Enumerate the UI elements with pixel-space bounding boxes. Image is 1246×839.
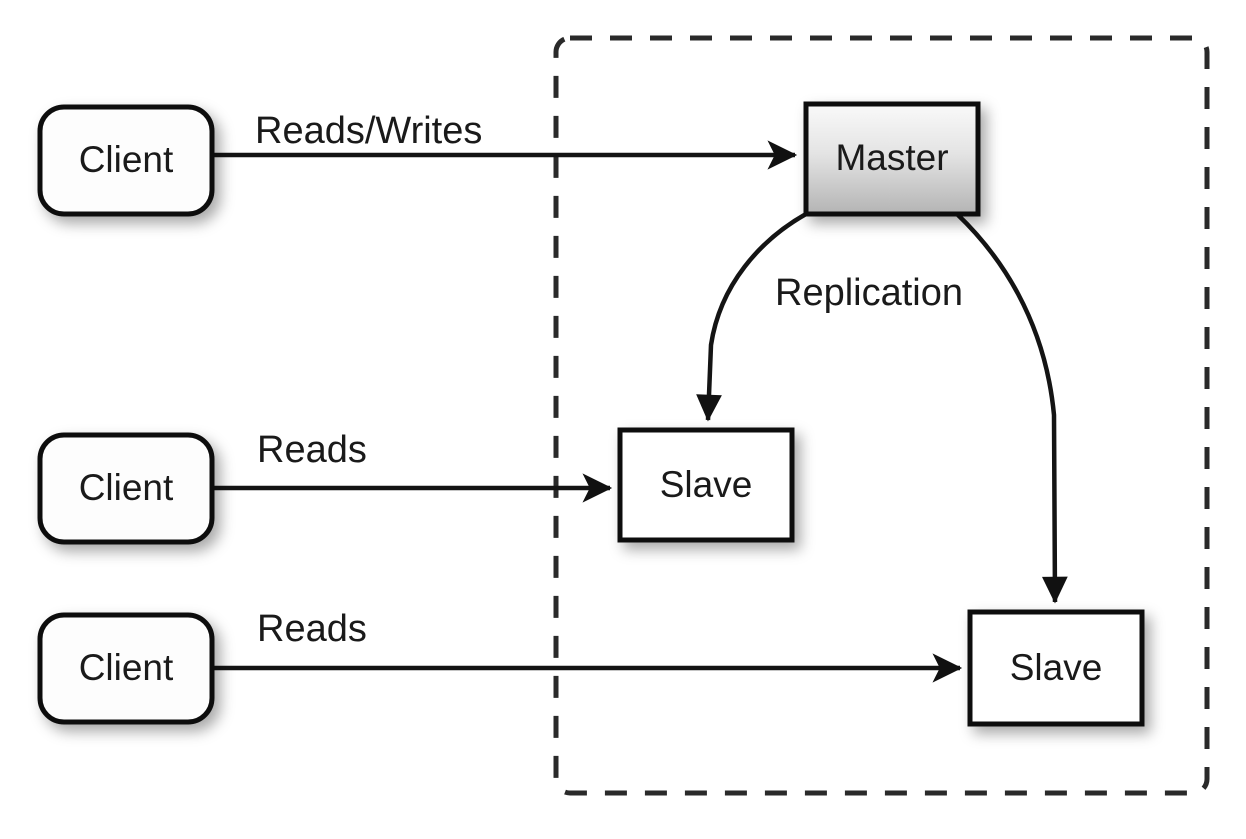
node-client-2-label: Client [79,467,174,508]
node-slave-1-label: Slave [660,464,753,505]
node-master-label: Master [835,137,948,178]
node-slave-1-shape[interactable] [617,427,795,543]
node-master[interactable]: Master [803,101,981,217]
edge-replication-slave2 [955,212,1068,604]
edge-label-replication: Replication [775,272,963,314]
node-client-1-shape[interactable] [37,104,215,217]
edge-replication-slave1: Replication [696,212,963,422]
datastore-boundary [553,35,1210,796]
node-client-2-shape[interactable] [37,432,215,545]
node-slave-2-label: Slave [1010,647,1103,688]
node-master-shape[interactable] [803,101,981,217]
node-client-1[interactable]: Client [37,104,215,217]
node-slave-1[interactable]: Slave [617,427,795,543]
node-client-3-label: Client [79,647,174,688]
node-slave-2-shape[interactable] [967,609,1145,727]
edge-label-reads-writes: Reads/Writes [255,110,482,152]
edge-reads-writes: Reads/Writes [212,110,798,170]
edge-label-reads-slave2: Reads [257,608,367,650]
node-client-2[interactable]: Client [37,432,215,545]
edge-path-replication-slave1 [696,212,808,422]
edge-label-reads-slave1: Reads [257,429,367,471]
edge-reads-slave2: Reads [212,608,963,683]
node-slave-2[interactable]: Slave [967,609,1145,727]
edge-path-replication-slave2 [955,212,1068,604]
node-client-3[interactable]: Client [37,612,215,725]
node-client-3-shape[interactable] [37,612,215,725]
edge-reads-slave1: Reads [212,429,613,503]
node-client-1-label: Client [79,139,174,180]
